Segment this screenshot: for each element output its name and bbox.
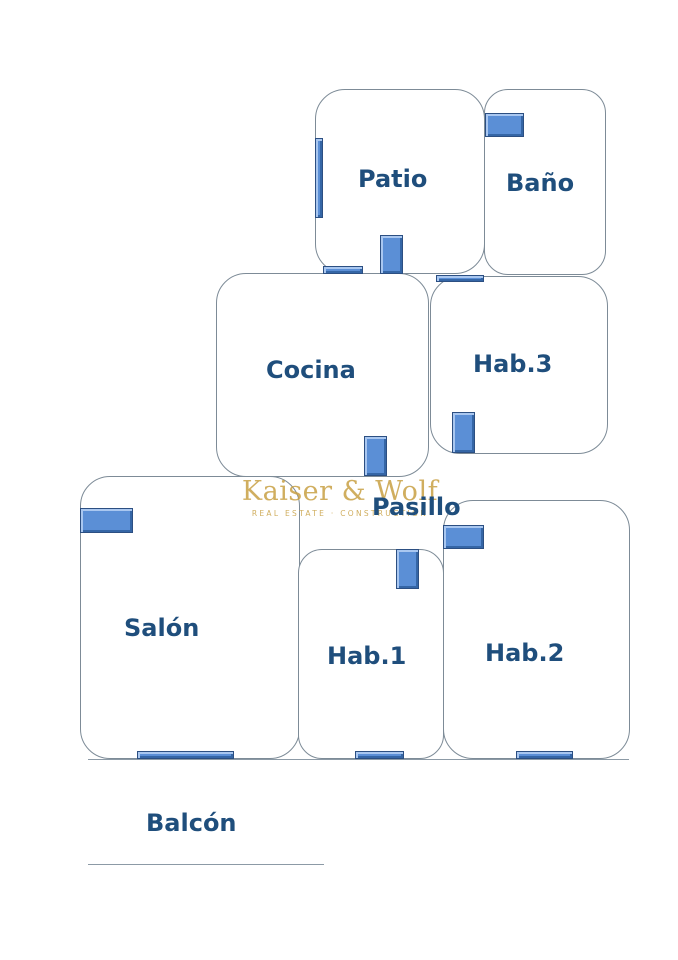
- window-hab1-bottom: [355, 751, 404, 759]
- label-patio: Patio: [358, 165, 428, 193]
- window-salon: [80, 508, 133, 533]
- door-bano-bottom: [436, 275, 484, 282]
- label-salon: Salón: [124, 614, 200, 642]
- door-patio-bottom-a: [323, 266, 363, 274]
- window-patio-left: [315, 138, 323, 218]
- door-hab2: [443, 525, 484, 549]
- label-hab2: Hab.2: [485, 639, 565, 667]
- room-cocina: [216, 273, 429, 477]
- label-cocina: Cocina: [266, 356, 356, 384]
- label-balcon: Balcón: [146, 809, 237, 837]
- door-hab1: [396, 549, 419, 589]
- label-bano: Baño: [506, 169, 575, 197]
- door-cocina: [364, 436, 387, 476]
- window-salon-bottom: [137, 751, 234, 759]
- window-bano: [485, 113, 524, 137]
- label-hab1: Hab.1: [327, 642, 407, 670]
- door-hab3: [452, 412, 475, 453]
- watermark-tagline: REAL ESTATE · CONSTRUCTION: [251, 509, 429, 518]
- room-hab1: [298, 549, 444, 759]
- watermark-name: Kaiser & Wolf: [241, 476, 439, 507]
- door-patio-bottom-b: [380, 235, 403, 274]
- label-pasillo: Pasillo: [372, 493, 461, 521]
- label-hab3: Hab.3: [473, 350, 553, 378]
- balcony-edge-line: [88, 864, 324, 865]
- window-hab2-bottom: [516, 751, 573, 759]
- watermark-logo: Kaiser & Wolf REAL ESTATE · CONSTRUCTION: [240, 476, 440, 518]
- building-edge-line: [88, 759, 629, 760]
